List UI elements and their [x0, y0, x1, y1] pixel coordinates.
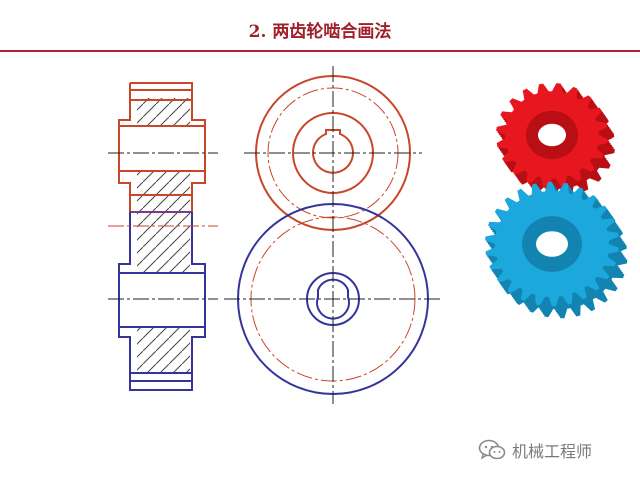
gear-3d-large-blue [485, 181, 628, 319]
watermark-text: 机械工程师 [512, 442, 593, 461]
section-view [108, 82, 218, 391]
front-view [224, 66, 442, 404]
gear-3d-small-red [496, 83, 615, 197]
gear-3d-illustration [485, 83, 628, 319]
large-gear-section [118, 211, 206, 391]
small-gear-section [118, 82, 206, 213]
front-center-lines [224, 66, 442, 404]
wechat-icon [478, 439, 506, 460]
title-rule [0, 50, 640, 52]
slide-title: 2. 两齿轮啮合画法 [248, 22, 392, 42]
watermark: 机械工程师 [478, 436, 592, 464]
section-center-lines [108, 152, 218, 300]
